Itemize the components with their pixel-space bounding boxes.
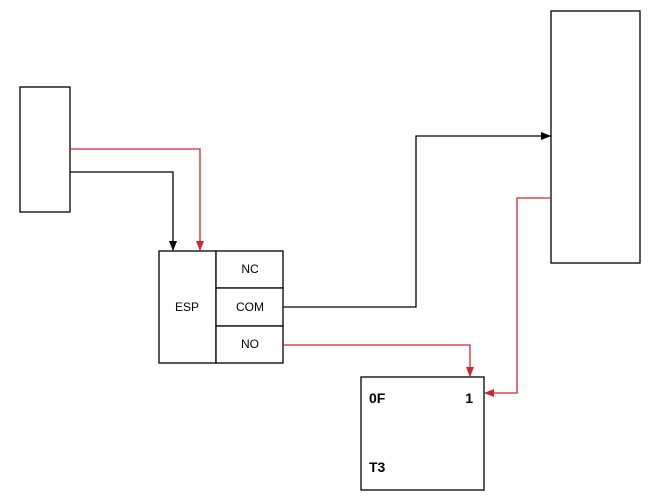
terminal-com-label: COM xyxy=(236,300,264,314)
wire-source-to-esp-black xyxy=(70,171,177,251)
source-box xyxy=(19,86,71,213)
terminal-nc-label: NC xyxy=(241,262,259,276)
relay-esp-section xyxy=(158,250,217,364)
wire-device-to-output-red xyxy=(484,197,551,397)
output-block-bottom-left: T3 xyxy=(369,459,386,475)
output-block xyxy=(360,376,485,491)
relay-label: ESP xyxy=(175,300,199,314)
terminal-no-label: NO xyxy=(241,337,259,351)
wire-source-to-esp-red xyxy=(70,148,204,251)
device-box xyxy=(550,10,641,264)
output-block-top-right: 1 xyxy=(465,390,473,406)
terminal-nc xyxy=(215,250,284,289)
output-block-top-left: 0F xyxy=(369,390,386,406)
wire-com-to-device-black xyxy=(283,132,551,308)
wire-no-to-output-red xyxy=(283,344,474,377)
